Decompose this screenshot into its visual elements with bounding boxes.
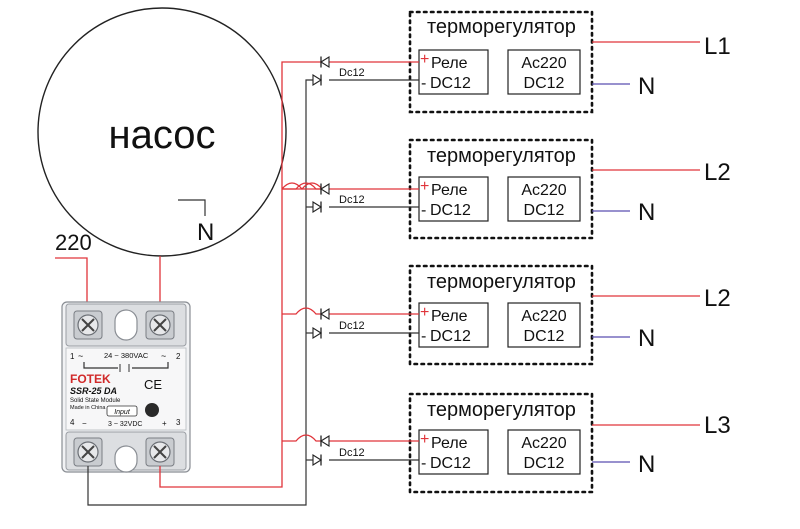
diode [312,326,322,340]
power-dc: DC12 [524,75,565,92]
relay-label: Реле [431,55,468,72]
ssr-terminal-4: 4 [70,418,75,427]
thermostat-4: терморегулятор + Реле - DC12 Ac220 DC12 … [312,392,731,494]
pump-neutral-wire: N [178,199,214,246]
power-dc: DC12 [524,202,565,219]
neutral-label: N [638,73,655,100]
neutral-label: N [638,325,655,352]
ssr-terminal-1: 1 [70,352,75,361]
thermostat-title: терморегулятор [427,271,576,293]
relay-label: Реле [431,308,468,325]
diode-label: Dc12 [339,320,365,332]
thermostat-title: терморегулятор [427,399,576,421]
ssr-terminal-2: 2 [176,352,181,361]
power-ac: Ac220 [521,55,566,72]
thermostat-title: терморегулятор [427,16,576,38]
relay-label: Реле [431,182,468,199]
diode-label: Dc12 [339,447,365,459]
ssr-ac-range: 24 ~ 380VAC [104,351,149,360]
relay-minus: - [421,202,426,219]
ssr-subtitle: Solid State Module [70,398,121,404]
thermostat-1: терморегулятор + Реле - DC12 Ac220 DC12 … [312,10,731,114]
ssr-ac-left: ~ [78,351,83,361]
diode [312,200,322,214]
relay-minus: - [421,455,426,472]
ssr-terminal-3: 3 [176,418,181,427]
relay-dc: DC12 [430,202,471,219]
pump-neutral-label: N [197,219,214,246]
neutral-label: N [638,451,655,478]
relay-plus: + [420,178,429,195]
diode [312,73,322,87]
ssr-model: SSR-25 DA [70,386,117,396]
relay-minus: - [421,75,426,92]
relay-dc: DC12 [430,455,471,472]
line-label: L2 [704,159,731,186]
line-label: L3 [704,412,731,439]
dc-minus-bus [87,79,321,506]
diode [320,55,330,69]
diode [312,453,322,467]
diode-label: Dc12 [339,194,365,206]
power-dc: DC12 [524,328,565,345]
relay-plus: + [420,51,429,68]
thermostat-2: терморегулятор + Реле - DC12 Ac220 DC12 … [312,138,731,240]
line-label: L1 [704,33,731,60]
diode-label: Dc12 [339,67,365,79]
supply-wire [55,257,88,320]
ssr-module: 1 ~ 24 ~ 380VAC ~ 2 FOTEK SSR-25 DA Soli… [61,301,191,473]
power-dc: DC12 [524,455,565,472]
relay-dc: DC12 [430,75,471,92]
ssr-plus: + [162,419,167,428]
thermostat-title: терморегулятор [427,145,576,167]
relay-plus: + [420,431,429,448]
ssr-origin: Made in China [70,405,106,411]
diode [320,307,330,321]
ssr-minus: − [82,419,87,428]
relay-dc: DC12 [430,328,471,345]
ssr-input-label: Input [114,409,131,416]
ssr-ce-mark: CE [144,377,162,392]
line-label: L2 [704,285,731,312]
power-ac: Ac220 [521,182,566,199]
relay-plus: + [420,304,429,321]
supply-label: 220 [55,230,92,255]
relay-minus: - [421,328,426,345]
pump: насос [37,7,287,257]
thermostat-3: терморегулятор + Реле - DC12 Ac220 DC12 … [312,264,731,366]
ssr-brand: FOTEK [70,372,111,386]
diode [320,434,330,448]
diode [320,182,330,196]
power-ac: Ac220 [521,308,566,325]
ssr-dc-range: 3 ~ 32VDC [108,421,142,428]
pump-label: насос [108,113,215,157]
neutral-label: N [638,199,655,226]
ssr-ac-right: ~ [161,351,166,361]
power-ac: Ac220 [521,435,566,452]
relay-label: Реле [431,435,468,452]
